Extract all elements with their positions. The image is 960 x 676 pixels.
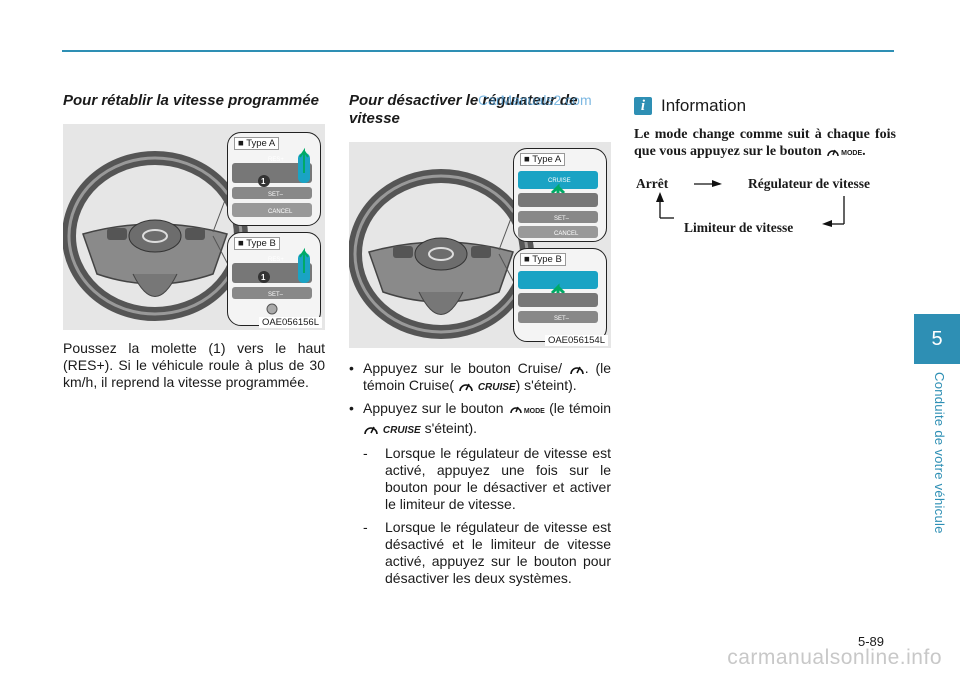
mode-cycle-diagram: Arrêt Régulateur de vitesse Limiteur de … [634,174,896,244]
inset-type-b: ■ Type B SET– [513,248,607,342]
btn-cruise-text: CRUISE [548,178,571,184]
arrow-up-icon [299,247,309,273]
steps-list: Appuyez sur le bouton Cruise/ . (le témo… [349,360,611,587]
mode-button-icon [827,149,839,156]
cruise-button-highlight [518,171,598,189]
btn-cancel-text: CANCEL [268,209,293,215]
list-item: -Lorsque le régulateur de vitesse est ac… [363,445,611,512]
btn-res-text-b: RES+ [268,257,284,263]
inset-type-a-label: ■ Type A [234,137,280,150]
btn-set-text-b: SET– [554,316,570,322]
cruise-speedometer-icon [569,366,584,375]
paragraph-resume: Poussez la molette (1) vers le haut (RES… [63,340,325,390]
cruise-indicator-icon [364,426,378,435]
heading-deactivate: Pour désactiver le régulateur de vitesse [349,92,578,127]
column-deactivate: Pour désactiver le régulateur de vitesse… [349,92,611,593]
column-information: i Information Le mode change comme suit … [634,92,896,244]
inset-type-a: ■ Type A RES+ SET– CANCEL 1 [227,132,321,226]
list-item: -Lorsque le régulateur de vitesse est dé… [363,519,611,586]
arrow-up-icon [656,192,664,202]
btn-set-text: SET– [268,192,284,198]
mode-cruise: Régulateur de vitesse [748,176,870,191]
section-number-tab: 5 [914,314,960,364]
inset-type-b-label: ■ Type B [234,237,280,250]
steering-wheel-illustration [63,151,248,321]
information-title: Information [661,96,747,115]
inset-type-b: ■ Type B RES+ SET– 1 [227,232,321,326]
inset-type-a: ■ Type A CRUISE SET– CANCEL [513,148,607,242]
figure-steering-wheel-deactivate: ■ Type A CRUISE SET– CANCEL ■ Type B SET… [349,142,611,348]
callout-1-b: 1 [261,273,266,282]
btn-set-text: SET– [554,216,570,222]
cycle-arrows [656,180,845,227]
cruise-indicator-icon [459,383,473,392]
inset-type-b-label: ■ Type B [520,253,566,266]
arrow-right-icon [712,180,722,187]
btn-set-text-b: SET– [268,292,284,298]
watermark-footer: carmanualsonline.info [727,646,942,669]
list-item: Appuyez sur le bouton MODE (le témoin CR… [349,400,611,587]
heading-resume: Pour rétablir la vitesse programmée [63,92,319,109]
steering-wheel-illustration [349,169,534,339]
arrow-up-icon [299,147,309,173]
section-title: Conduite de votre véhicule [932,372,947,534]
column-resume: Pour rétablir la vitesse programmée ■ Ty… [63,92,325,391]
watermark-top: CarManuals2.com [478,92,592,108]
figure-code: OAE056154L [544,335,608,346]
list-item: Appuyez sur le bouton Cruise/ . (le témo… [349,360,611,396]
btn-cancel-text: CANCEL [554,231,579,237]
information-header: i Information [634,96,896,116]
inset-type-a-label: ■ Type A [520,153,566,166]
mode-off: Arrêt [636,176,669,191]
btn-res-text: RES+ [268,157,284,163]
page-number: 5-89 [858,634,885,649]
mode-button-icon [510,407,522,414]
information-text: Le mode change comme suit à chaque fois … [634,127,896,159]
mode-limiter: Limiteur de vitesse [684,220,794,235]
figure-steering-wheel-resume: ■ Type A RES+ SET– CANCEL 1 ■ Type B RES… [63,124,325,330]
header-rule [62,50,894,52]
info-icon: i [634,97,652,115]
sub-steps-list: -Lorsque le régulateur de vitesse est ac… [363,445,611,587]
callout-1: 1 [261,177,266,186]
arrow-left-icon [822,220,832,227]
figure-code: OAE056156L [258,317,322,328]
